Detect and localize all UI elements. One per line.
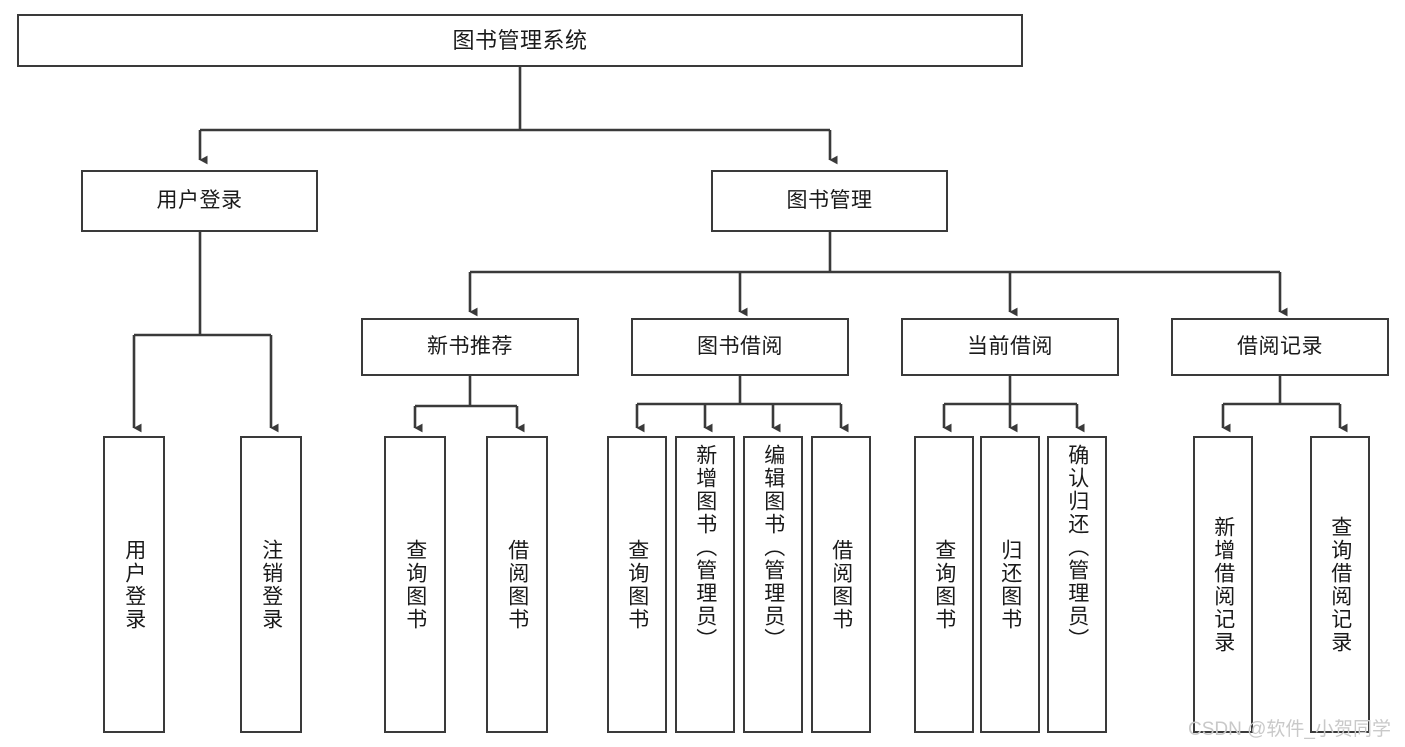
node-label: 借阅记录	[1237, 334, 1323, 358]
node-label: 图书管理系统	[452, 27, 588, 53]
leaf-borrow-record-query[interactable]: 查询借阅记录	[1310, 436, 1370, 733]
node-label: 确认归还（管理员）	[1065, 444, 1089, 651]
leaf-book-borrow-lend[interactable]: 借阅图书	[811, 436, 871, 733]
node-label: 图书管理	[786, 188, 873, 212]
node-label: 查询图书	[932, 538, 956, 631]
node-borrow-record[interactable]: 借阅记录	[1171, 318, 1389, 376]
node-label: 新增图书（管理员）	[693, 444, 717, 651]
node-label: 编辑图书（管理员）	[761, 444, 785, 651]
node-label: 用户登录	[122, 538, 146, 631]
node-label: 新书推荐	[427, 334, 513, 358]
leaf-new-book-borrow[interactable]: 借阅图书	[486, 436, 548, 733]
leaf-borrow-record-add[interactable]: 新增借阅记录	[1193, 436, 1253, 733]
leaf-book-borrow-edit[interactable]: 编辑图书（管理员）	[743, 436, 803, 733]
leaf-current-borrow-return[interactable]: 归还图书	[980, 436, 1040, 733]
node-label: 借阅图书	[505, 538, 529, 631]
node-label: 查询图书	[625, 538, 649, 631]
node-label: 注销登录	[259, 538, 283, 631]
leaf-new-book-query[interactable]: 查询图书	[384, 436, 446, 733]
leaf-current-borrow-confirm-return[interactable]: 确认归还（管理员）	[1047, 436, 1107, 733]
node-label: 图书借阅	[697, 334, 783, 358]
node-book-management[interactable]: 图书管理	[711, 170, 948, 232]
node-label: 查询图书	[403, 538, 427, 631]
node-root-system[interactable]: 图书管理系统	[17, 14, 1023, 67]
leaf-book-borrow-query[interactable]: 查询图书	[607, 436, 667, 733]
node-user-login[interactable]: 用户登录	[81, 170, 318, 232]
node-label: 当前借阅	[967, 334, 1053, 358]
leaf-user-login-logout[interactable]: 注销登录	[240, 436, 302, 733]
node-label: 用户登录	[156, 188, 243, 212]
node-label: 归还图书	[998, 538, 1022, 631]
csdn-watermark: CSDN @软件_小贺同学	[1188, 719, 1391, 740]
node-label: 新增借阅记录	[1211, 515, 1235, 654]
node-label: 借阅图书	[829, 538, 853, 631]
leaf-current-borrow-query[interactable]: 查询图书	[914, 436, 974, 733]
node-label: 查询借阅记录	[1328, 515, 1352, 654]
node-book-borrow[interactable]: 图书借阅	[631, 318, 849, 376]
leaf-user-login-login[interactable]: 用户登录	[103, 436, 165, 733]
node-current-borrow[interactable]: 当前借阅	[901, 318, 1119, 376]
node-new-book-recommend[interactable]: 新书推荐	[361, 318, 579, 376]
leaf-book-borrow-add[interactable]: 新增图书（管理员）	[675, 436, 735, 733]
